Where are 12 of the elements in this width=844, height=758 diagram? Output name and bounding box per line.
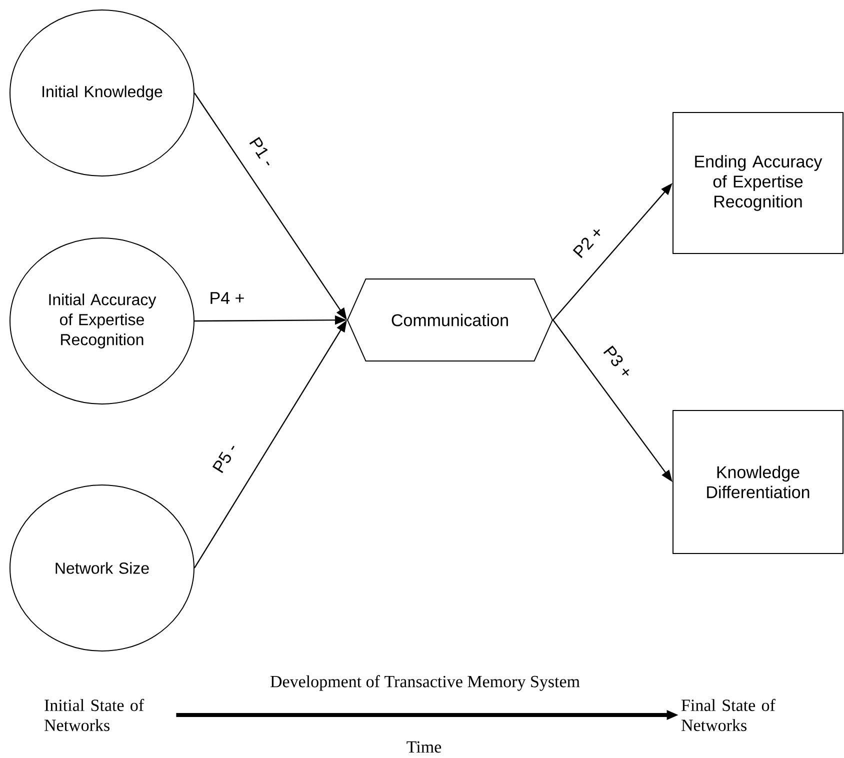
- axis-label: Time: [406, 741, 442, 753]
- process-hexagon: Communication: [346, 278, 554, 362]
- edge-label: P5 -: [212, 446, 234, 474]
- edge-label: Development of Transactive Memory System: [270, 675, 580, 691]
- edge-label: P2 +: [572, 229, 600, 258]
- outcome-box: Knowledge Differentiation: [672, 410, 844, 554]
- outcome-box: Ending Accuracy of Expertise Recognition: [672, 112, 844, 254]
- edge-label: P1 -: [249, 136, 270, 166]
- state-text: Final State of Networks: [682, 698, 776, 732]
- state-text: Initial State of Networks: [44, 698, 144, 732]
- edge-label: P4 +: [210, 292, 244, 304]
- edge-label: P3 +: [603, 346, 630, 376]
